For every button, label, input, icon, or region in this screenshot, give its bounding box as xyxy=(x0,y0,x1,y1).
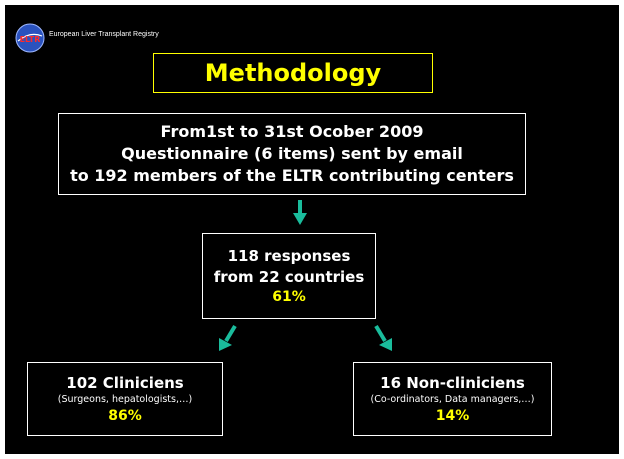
clinicians-title: 102 Cliniciens xyxy=(66,373,184,392)
responses-count: 118 responses xyxy=(227,247,351,265)
survey-box: From1st to 31st Ocober 2009 Questionnair… xyxy=(58,113,526,195)
eltr-logo-icon: ELTR xyxy=(15,23,45,53)
survey-period: From1st to 31st Ocober 2009 xyxy=(160,122,424,141)
non-clinicians-title: 16 Non-cliniciens xyxy=(380,373,525,392)
title-box: Methodology xyxy=(153,53,433,93)
svg-text:ELTR: ELTR xyxy=(20,35,41,44)
arrow-down-right-icon xyxy=(374,324,392,351)
responses-box: 118 responses from 22 countries 61% xyxy=(202,233,376,319)
arrow-down-icon xyxy=(293,200,307,225)
non-clinicians-box: 16 Non-cliniciens (Co-ordinators, Data m… xyxy=(353,362,552,436)
slide-title: Methodology xyxy=(204,59,382,87)
survey-recipients: to 192 members of the ELTR contributing … xyxy=(70,166,514,185)
arrow-down-left-icon xyxy=(219,324,237,351)
slide: ELTR European Liver Transplant Registry … xyxy=(5,5,619,454)
responses-percent: 61% xyxy=(272,289,306,305)
clinicians-subtitle: (Surgeons, hepatologists,…) xyxy=(57,393,193,405)
responses-countries: from 22 countries xyxy=(213,268,365,286)
survey-method: Questionnaire (6 items) sent by email xyxy=(121,144,463,163)
registry-name: European Liver Transplant Registry xyxy=(49,31,159,38)
clinicians-percent: 86% xyxy=(108,407,142,424)
non-clinicians-percent: 14% xyxy=(435,407,470,424)
non-clinicians-subtitle: (Co-ordinators, Data managers,…) xyxy=(370,393,535,405)
clinicians-box: 102 Cliniciens (Surgeons, hepatologists,… xyxy=(27,362,223,436)
